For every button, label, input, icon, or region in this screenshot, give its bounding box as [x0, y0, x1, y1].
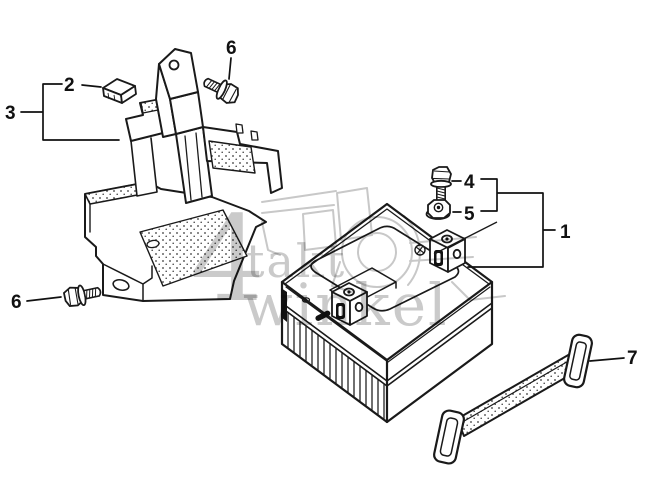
cushion-pad-drawing	[102, 78, 137, 104]
leader-6-top	[228, 57, 232, 80]
leader-2	[81, 84, 102, 88]
callout-label-6-top: 6	[226, 38, 237, 59]
battery-terminal-right	[429, 229, 466, 273]
battery-terminal-left	[331, 282, 368, 326]
callout-label-7: 7	[627, 348, 638, 369]
screw-bottom-drawing	[62, 280, 104, 310]
callout-label-4: 4	[464, 172, 475, 193]
nut-drawing	[425, 199, 451, 220]
battery-tray-drawing	[84, 48, 283, 302]
leader-4-5	[451, 180, 462, 213]
strap-drawing	[433, 333, 593, 465]
leader-6-bottom	[26, 296, 62, 302]
leader-7	[589, 357, 625, 362]
callout-label-1: 1	[560, 222, 571, 243]
callout-label-6-bottom: 6	[11, 292, 22, 313]
pointer-line-terminal	[433, 221, 498, 255]
bracket-1	[467, 178, 556, 268]
bracket-3	[20, 83, 120, 141]
callout-lines	[20, 57, 625, 362]
ghost-motorcycle-sketch	[261, 187, 506, 301]
callout-label-3: 3	[5, 103, 16, 124]
bolt-drawing	[430, 166, 452, 204]
callout-label-5: 5	[464, 204, 475, 225]
callout-labels: 1 2 3 4 5 6 6 7	[5, 38, 638, 369]
screw-top-drawing	[199, 71, 243, 107]
callout-label-2: 2	[64, 75, 75, 96]
